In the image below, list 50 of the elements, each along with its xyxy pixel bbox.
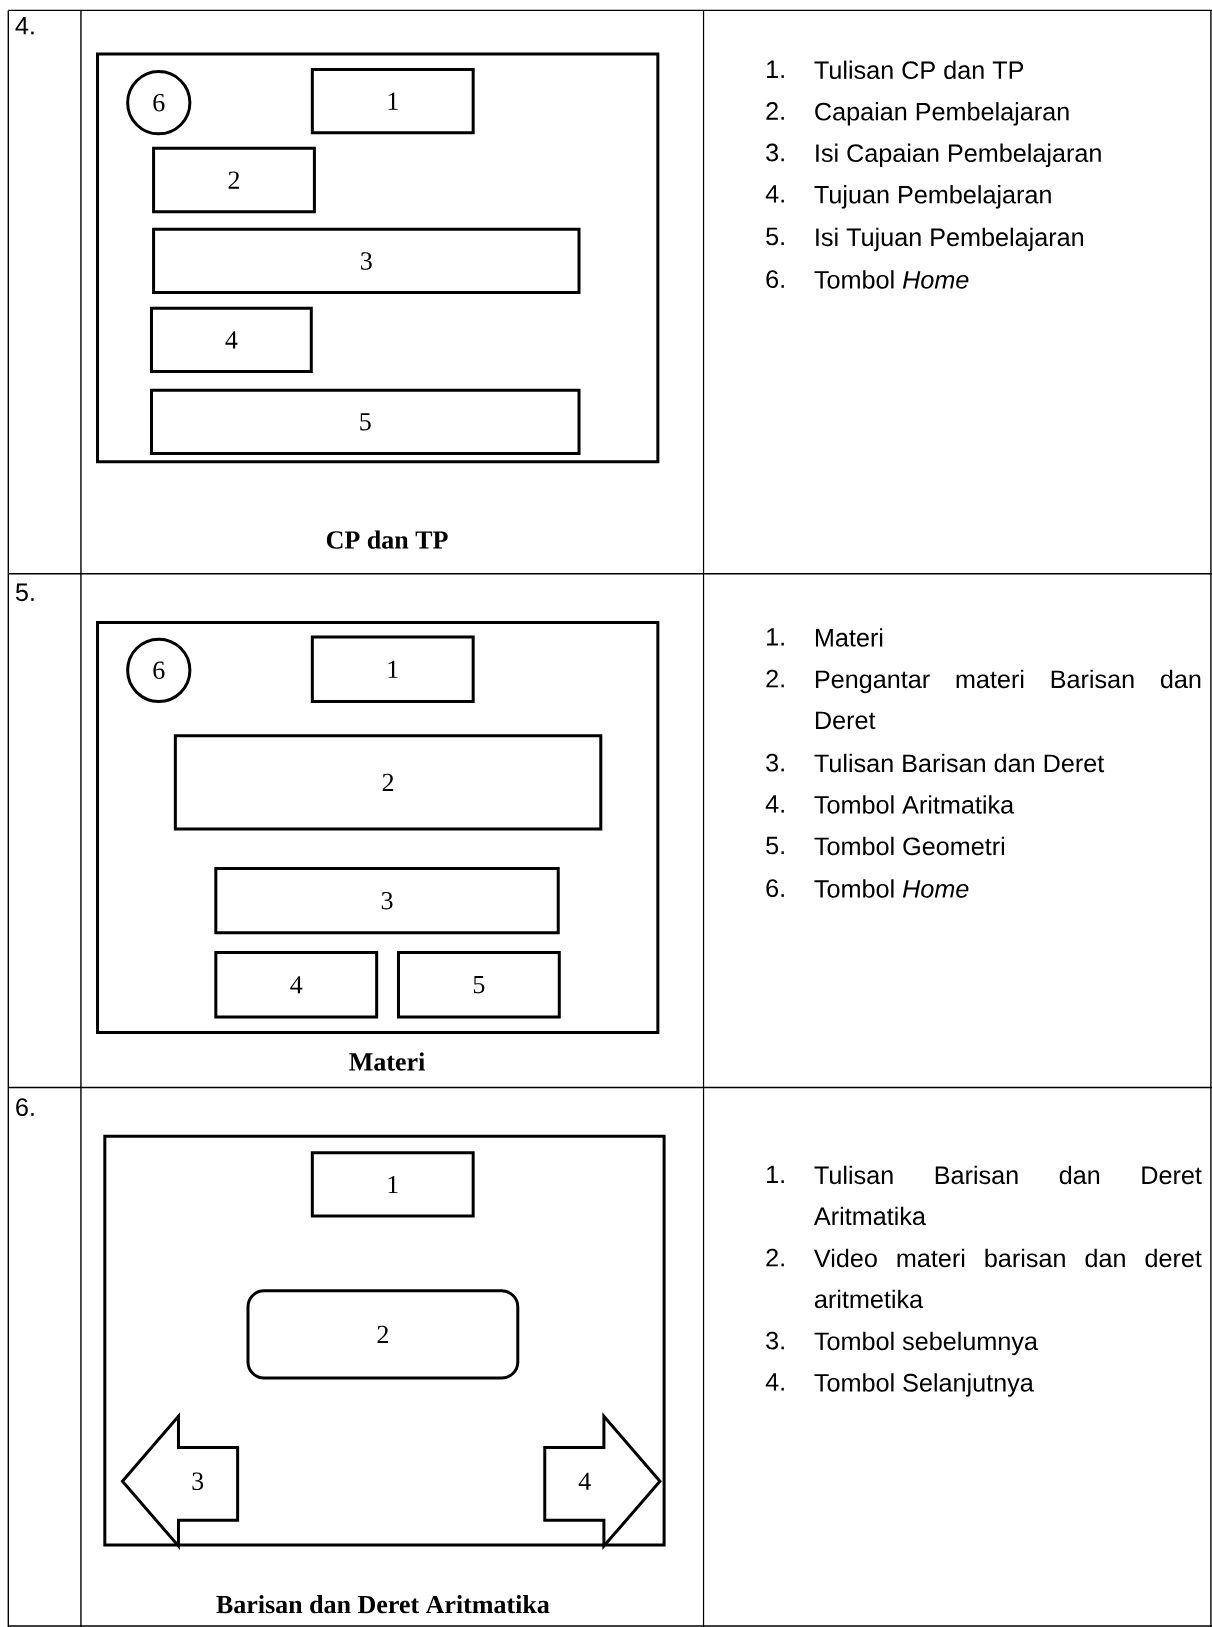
list-number: 4. <box>765 795 784 813</box>
list-number: 2. <box>766 669 784 688</box>
numbered-box: 5 <box>397 951 561 1019</box>
list-number: 4. <box>765 1373 784 1391</box>
numbered-box: 2 <box>246 1289 520 1380</box>
numbered-box: 3 <box>152 227 581 295</box>
numbered-box: 4 <box>214 951 379 1019</box>
numbered-box: 1 <box>310 1151 475 1218</box>
list-text: Tombol Aritmatika <box>814 795 1015 814</box>
list-number: 6. <box>766 270 784 289</box>
numbered-box: 2 <box>152 146 316 214</box>
list-number: 6. <box>766 879 784 898</box>
list-text: Tujuan Pembelajaran <box>814 185 1051 209</box>
list-number: 1. <box>767 628 784 646</box>
numbered-box: 4 <box>150 306 313 373</box>
list-text: Tombol sebelumnya <box>814 1331 1038 1356</box>
list-text: Tombol Geometri <box>814 836 1005 856</box>
list-text: Pengantar materi Barisan dan Deret <box>816 669 1201 730</box>
list-text: Isi Capaian Pembelajaran <box>816 143 1101 168</box>
numbered-box: 1 <box>310 68 475 135</box>
node-label: CP dan TP <box>326 530 448 549</box>
list-text: Video materi barisan dan deret aritmetika <box>814 1248 1202 1309</box>
list-text: Tombol Home <box>814 270 969 289</box>
list-text: Tombol Selanjutnya <box>814 1373 1034 1397</box>
list-text: Tulisan Barisan dan Deret <box>814 753 1105 773</box>
list-number: 3. <box>766 753 784 772</box>
numbered-box: 5 <box>150 388 581 455</box>
list-number: 3. <box>766 1331 784 1350</box>
numbered-box: 1 <box>310 635 475 703</box>
list-number: 2. <box>766 1248 784 1267</box>
list-number: 5. <box>766 836 784 855</box>
numbered-box: 2 <box>173 734 603 831</box>
list-text: Isi Tujuan Pembelajaran <box>816 227 1083 252</box>
list-number: 1. <box>767 1165 784 1183</box>
row-number: 4. <box>15 17 34 35</box>
list-number: 2. <box>766 102 784 120</box>
list-number: 1. <box>767 60 784 78</box>
row-number: 6. <box>16 1098 34 1117</box>
list-number: 4. <box>765 185 784 203</box>
list-text: Materi <box>816 628 883 647</box>
list-text: Tulisan CP dan TP <box>814 60 1024 80</box>
node-label: Materi <box>349 1052 425 1071</box>
list-number: 3. <box>766 143 784 162</box>
list-text: Capaian Pembelajaran <box>815 102 1069 126</box>
row-number: 5. <box>15 583 34 602</box>
numbered-box: 3 <box>214 867 560 935</box>
list-number: 5. <box>766 227 784 246</box>
list-text: Tulisan Barisan dan Deret Aritmatika <box>814 1165 1202 1226</box>
list-text: Tombol Home <box>814 879 969 898</box>
node-label: Barisan dan Deret Aritmatika <box>216 1595 550 1614</box>
